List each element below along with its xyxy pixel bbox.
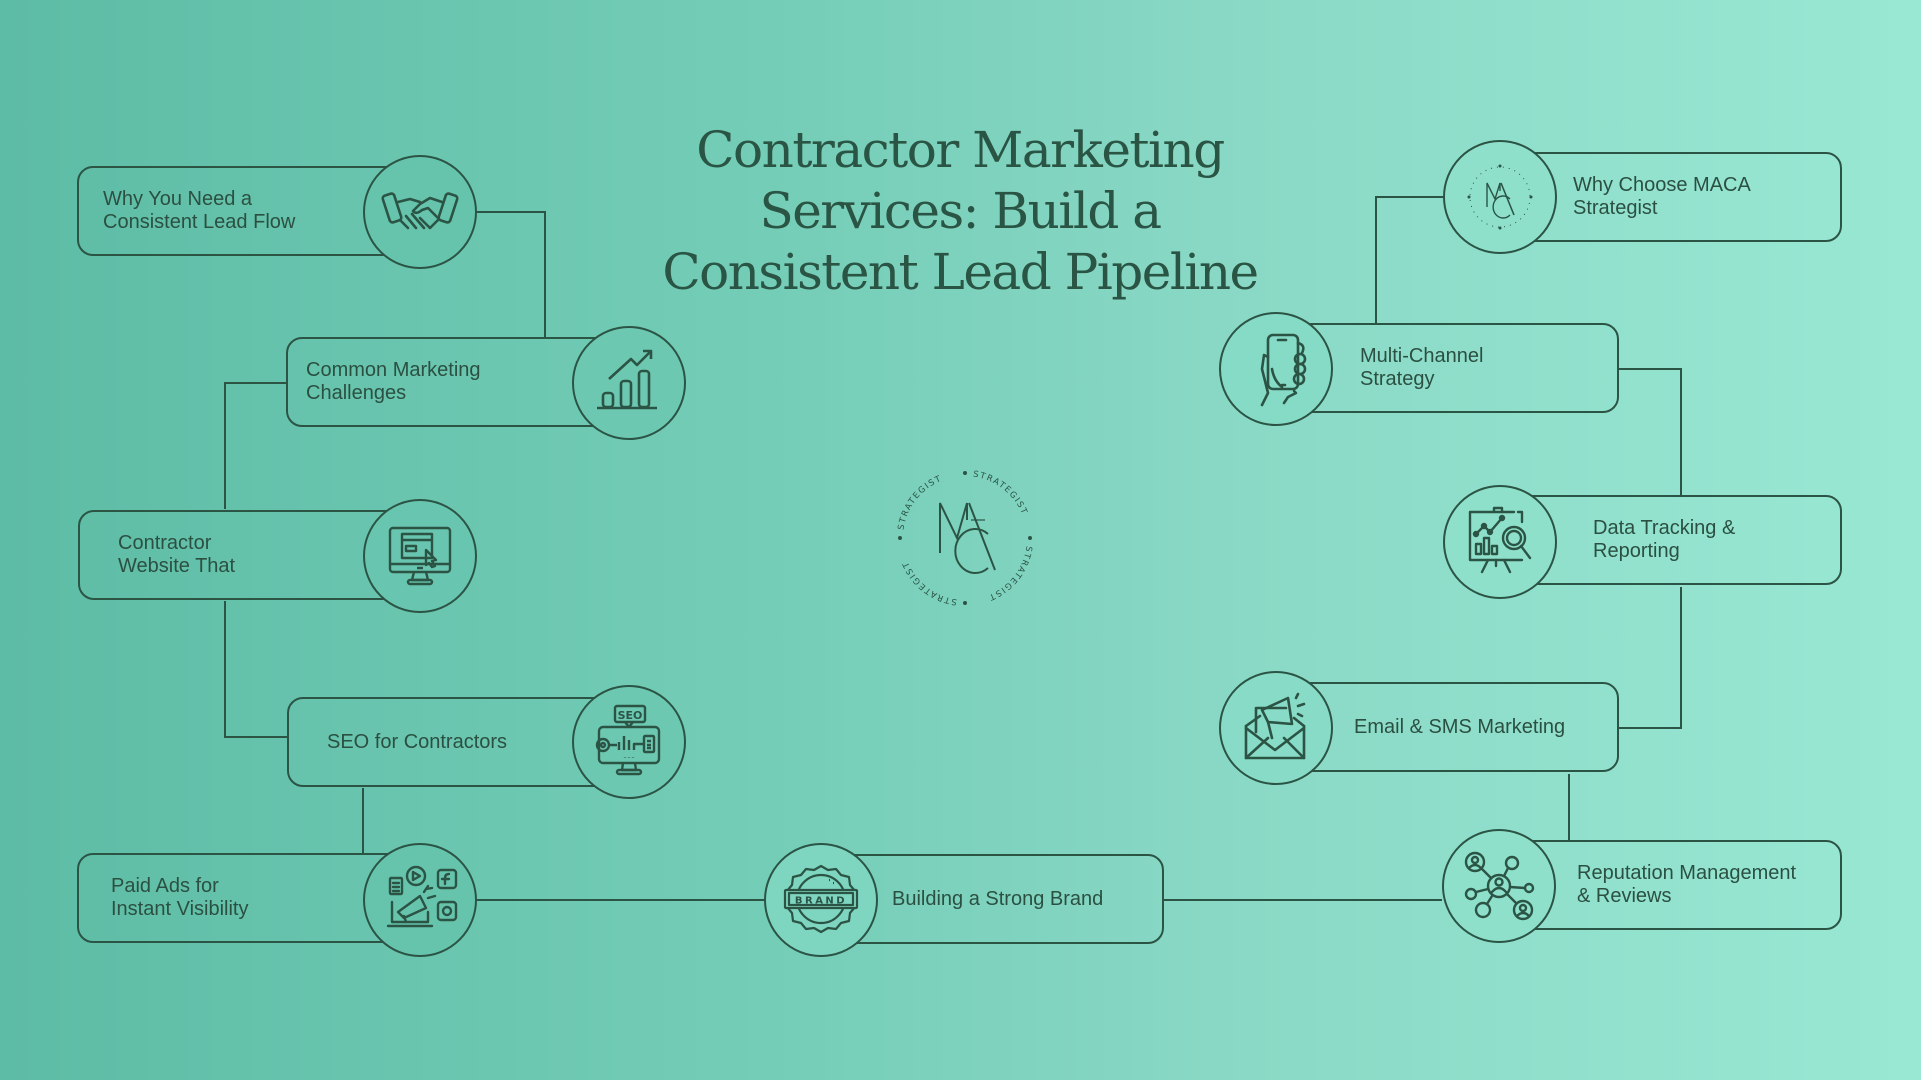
svg-text:STRATEGIST: STRATEGIST [972, 470, 1029, 517]
node-seo[interactable]: SEO for Contractors [287, 697, 657, 787]
node-paid-ads[interactable]: Paid Ads for Instant Visibility [77, 853, 447, 943]
svg-text:STRATEGIST: STRATEGIST [897, 474, 944, 531]
seo-icon: SEO [572, 685, 686, 799]
brand-badge-icon: BRAND [764, 843, 878, 957]
node-label: Data Tracking & Reporting [1593, 517, 1736, 562]
svg-text:STRATEGIST: STRATEGIST [986, 545, 1033, 602]
node-data-tracking[interactable]: Data Tracking & Reporting [1500, 495, 1842, 585]
node-website[interactable]: Contractor Website That [78, 510, 448, 600]
node-label: Contractor Website That [118, 532, 236, 577]
node-label: SEO for Contractors [327, 730, 508, 753]
svg-text:STRATEGIST: STRATEGIST [901, 559, 958, 606]
node-label: Paid Ads for Instant Visibility [111, 875, 249, 920]
node-brand[interactable]: Building a Strong Brand [800, 854, 1164, 944]
megaphone-social-icon [363, 843, 477, 957]
node-challenges[interactable]: Common Marketing Challenges [286, 337, 656, 427]
node-reputation[interactable]: Reputation Management & Reviews [1500, 840, 1842, 930]
node-label: Why Choose MACA Strategist [1573, 174, 1751, 219]
network-people-icon [1442, 829, 1556, 943]
node-label: Common Marketing Challenges [306, 359, 481, 404]
handshake-icon [363, 155, 477, 269]
node-label: Multi-Channel Strategy [1360, 345, 1484, 390]
email-megaphone-icon [1219, 671, 1333, 785]
maca-center-logo: STRATEGIST STRATEGIST STRATEGIST STRATEG… [897, 470, 1033, 606]
maca-logo-icon [1443, 140, 1557, 254]
node-label: Why You Need a Consistent Lead Flow [103, 188, 296, 233]
node-label: Building a Strong Brand [892, 887, 1104, 910]
monitor-icon [363, 499, 477, 613]
node-email-sms[interactable]: Email & SMS Marketing [1276, 682, 1619, 772]
svg-text:SEO: SEO [618, 709, 643, 722]
title-line-3: Consistent Lead Pipeline [662, 243, 1259, 301]
phone-hand-icon [1219, 312, 1333, 426]
growth-chart-icon [572, 326, 686, 440]
title-line-2: Services: Build a [759, 182, 1162, 240]
presentation-analytics-icon [1443, 485, 1557, 599]
node-label: Reputation Management & Reviews [1577, 862, 1797, 907]
title-line-1: Contractor Marketing [696, 121, 1225, 179]
node-lead-flow[interactable]: Why You Need a Consistent Lead Flow [77, 166, 447, 256]
page-title: Contractor Marketing Services: Build a C… [560, 120, 1360, 303]
svg-text:BRAND: BRAND [795, 896, 847, 907]
node-label: Email & SMS Marketing [1354, 715, 1566, 738]
